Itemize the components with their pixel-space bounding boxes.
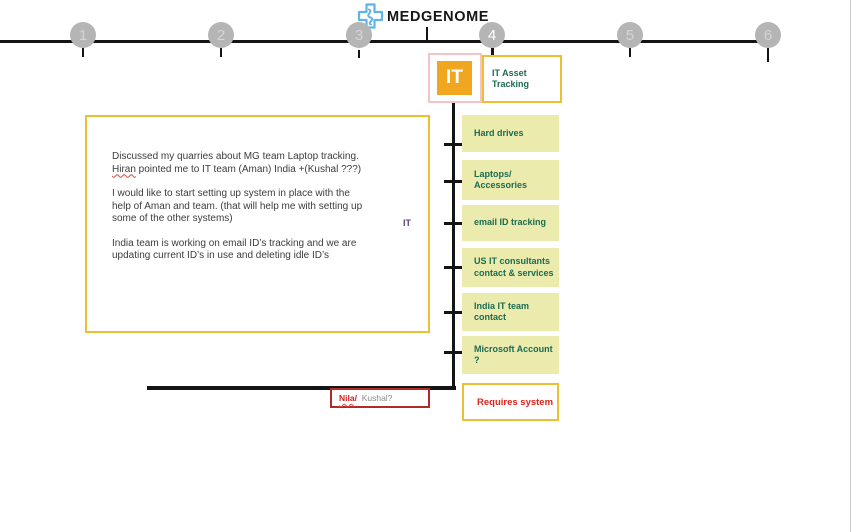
note-connector bbox=[444, 222, 462, 225]
owner-name-misspelled: Nila bbox=[339, 393, 355, 403]
sticky-note-us-it-consultants[interactable]: US IT consultants contact & services bbox=[462, 248, 559, 287]
it-asset-tracking-node[interactable]: IT Asset Tracking bbox=[482, 55, 562, 103]
timeline-step-5[interactable]: 5 bbox=[617, 22, 643, 48]
sticky-note-hard-drives[interactable]: Hard drives bbox=[462, 115, 559, 152]
paragraph-1: Discussed my quarries about MG team Lapt… bbox=[112, 151, 362, 175]
logo-text: MEDGENOME bbox=[387, 8, 490, 25]
timeline-step-3[interactable]: 3 bbox=[346, 22, 372, 48]
note-label: US IT consultants contact & services bbox=[474, 256, 554, 278]
note-connector bbox=[444, 351, 462, 354]
note-label: Microsoft Account ? bbox=[474, 343, 553, 366]
sticky-note-laptops-accessories[interactable]: Laptops/ Accessories bbox=[462, 160, 559, 200]
owner-name-secondary: Kushal? bbox=[356, 393, 393, 403]
timeline-tick bbox=[767, 48, 769, 62]
sticky-note-india-it-team[interactable]: India IT team contact bbox=[462, 293, 559, 331]
note-connector bbox=[444, 311, 462, 314]
note-label: email ID tracking bbox=[474, 217, 547, 228]
misspelled-word: Hiran bbox=[112, 163, 136, 175]
requires-system-label: Requires system bbox=[477, 396, 554, 408]
logo-connector-line bbox=[426, 27, 428, 42]
step-number: 5 bbox=[625, 26, 635, 44]
step-number: 1 bbox=[78, 26, 88, 44]
timeline-tick bbox=[358, 50, 360, 58]
step-number: 3 bbox=[354, 26, 364, 44]
sticky-note-email-id-tracking[interactable]: email ID tracking bbox=[462, 205, 559, 241]
notes-text: Discussed my quarries about MG team Lapt… bbox=[112, 151, 370, 275]
it-asset-tracking-label: IT Asset Tracking bbox=[492, 68, 530, 89]
timeline-step-6[interactable]: 6 bbox=[755, 22, 781, 48]
paragraph-2: I would like to start setting up system … bbox=[112, 188, 363, 224]
step-number: 6 bbox=[763, 26, 773, 44]
bottom-horizontal-line bbox=[147, 386, 456, 390]
note-connector bbox=[444, 266, 462, 269]
requires-system-box[interactable]: Requires system bbox=[462, 383, 559, 421]
notes-text-box[interactable]: Discussed my quarries about MG team Lapt… bbox=[85, 115, 430, 333]
paragraph-3: India team is working on email ID’s trac… bbox=[112, 237, 357, 262]
note-label: India IT team contact bbox=[474, 300, 530, 323]
note-label: Laptops/ Accessories bbox=[474, 168, 528, 191]
note-connector bbox=[444, 180, 462, 183]
timeline-line bbox=[0, 40, 760, 43]
timeline-step-2[interactable]: 2 bbox=[208, 22, 234, 48]
timeline-tick bbox=[629, 48, 631, 57]
step-number: 2 bbox=[216, 26, 226, 44]
timeline-tick bbox=[82, 48, 84, 57]
timeline-step-4[interactable]: 4 bbox=[479, 22, 505, 48]
note-connector bbox=[444, 143, 462, 146]
note-label: Hard drives bbox=[474, 127, 524, 138]
owner-box[interactable]: Nila/ Kushal? bbox=[330, 388, 430, 408]
vertical-connector-line bbox=[452, 103, 455, 390]
medgenome-cross-icon bbox=[357, 3, 384, 29]
it-side-label: IT bbox=[403, 218, 411, 228]
it-icon[interactable]: IT bbox=[437, 61, 472, 95]
timeline-step-1[interactable]: 1 bbox=[70, 22, 96, 48]
timeline-tick bbox=[491, 48, 494, 55]
timeline-tick bbox=[220, 48, 222, 57]
page-edge-line bbox=[850, 0, 851, 532]
owner-slash: / bbox=[354, 393, 357, 403]
logo: MEDGENOME bbox=[357, 3, 489, 30]
step-number: 4 bbox=[487, 26, 497, 44]
sticky-note-microsoft-account[interactable]: Microsoft Account ? bbox=[462, 336, 559, 374]
